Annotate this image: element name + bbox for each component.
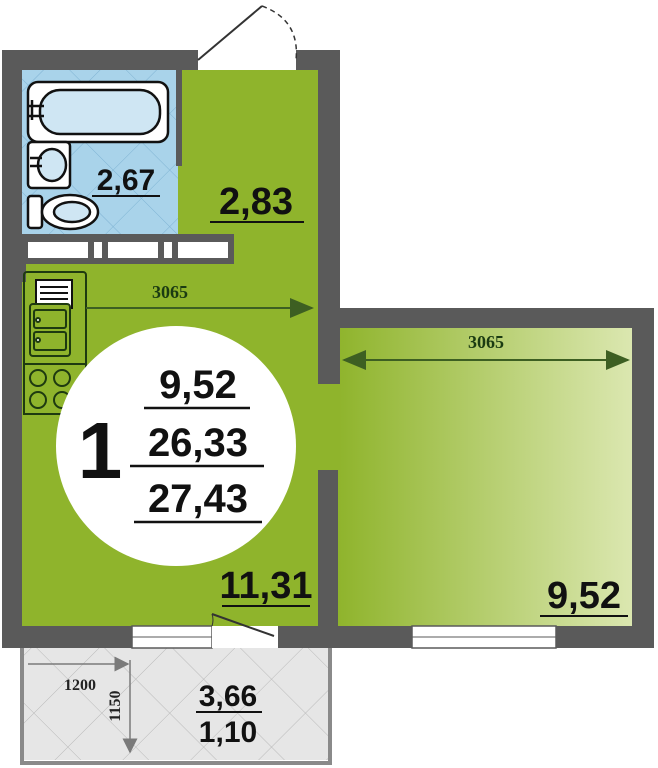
balcony-reduced-area-label: 1,10 [199,716,257,749]
kitchen-sink-icon [29,303,71,357]
bathroom-area-label: 2,67 [97,164,155,197]
windows [131,625,557,649]
passage-floor [318,380,340,470]
living-area-value: 9,52 [159,363,237,407]
total-area-with-balcony-value: 27,43 [148,477,248,521]
room-width-label: 3065 [468,332,504,352]
total-area-value: 26,33 [148,421,248,465]
balcony-depth-label: 1150 [107,690,124,721]
kitchen-width-label: 3065 [152,282,188,302]
toilet-icon [26,193,100,231]
ventilation-slots [28,242,228,258]
rooms-count: 1 [78,406,123,495]
living-room-floor [338,325,632,627]
summary-circle [56,326,296,566]
balcony-floor [24,648,328,760]
balcony-area-label: 3,66 [199,680,257,713]
sink-icon [26,140,72,190]
hallway-area-label: 2,83 [219,181,293,223]
entrance-door [197,5,298,70]
kitchen-area-label: 11,31 [220,565,313,607]
living-room-area-label: 9,52 [547,575,621,617]
balcony-width-label: 1200 [64,677,96,694]
bathtub-icon [26,80,170,144]
balcony-door [211,613,278,648]
